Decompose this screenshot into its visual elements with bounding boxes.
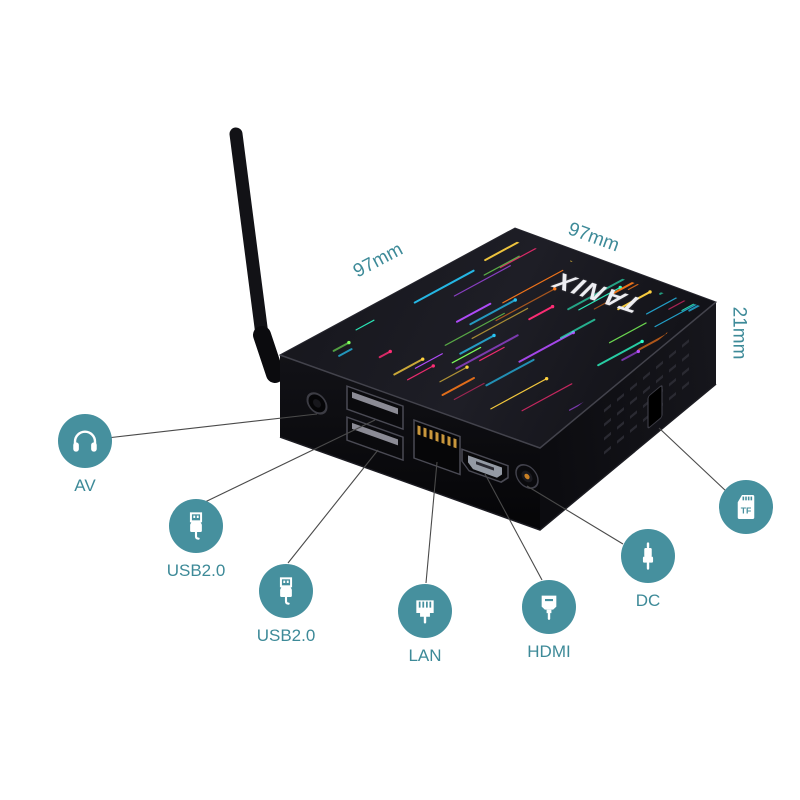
front-ports	[306, 385, 539, 489]
box-front-face	[280, 355, 540, 530]
usb-plug-icon	[169, 499, 223, 553]
box-top-edge-highlight	[279, 301, 717, 449]
tf-card-label: TF	[741, 505, 752, 515]
av-port	[306, 392, 328, 415]
tf-card-slot	[647, 385, 663, 429]
callout-usb-2: USB2.0	[257, 564, 315, 645]
ethernet-plug-icon	[398, 584, 452, 638]
hdmi-port	[461, 448, 509, 484]
callout-lines	[106, 413, 728, 584]
box-bottom-edge	[279, 383, 717, 531]
hdmi-plug-icon	[522, 580, 576, 634]
callout-usb-2-label: USB2.0	[256, 626, 316, 645]
callout-tf: TF	[719, 480, 773, 534]
callout-dc-label: DC	[635, 591, 661, 610]
dc-power-plug-icon	[621, 529, 675, 583]
antenna	[229, 127, 284, 383]
callout-lan: LAN	[398, 584, 452, 665]
callout-hdmi: HDMI	[522, 580, 576, 661]
usb-plug-icon	[259, 564, 313, 618]
lan-port	[413, 419, 461, 476]
callout-usb-1: USB2.0	[167, 499, 225, 580]
callout-dc: DC	[621, 529, 675, 610]
callout-usb-1-label: USB2.0	[166, 561, 226, 580]
callout-av-label: AV	[74, 476, 96, 495]
callout-lan-label: LAN	[408, 646, 442, 665]
tf-card-icon: TF	[719, 480, 773, 534]
usb-port-2	[346, 416, 404, 462]
dimension-label-height: 21mm	[728, 306, 750, 360]
dc-port	[515, 464, 539, 489]
box-right-face	[540, 302, 716, 530]
side-vents	[604, 339, 689, 455]
usb-port-1	[346, 385, 404, 431]
callout-av: AV	[58, 414, 112, 495]
callout-hdmi-label: HDMI	[527, 642, 571, 661]
headphones-icon	[58, 414, 112, 468]
